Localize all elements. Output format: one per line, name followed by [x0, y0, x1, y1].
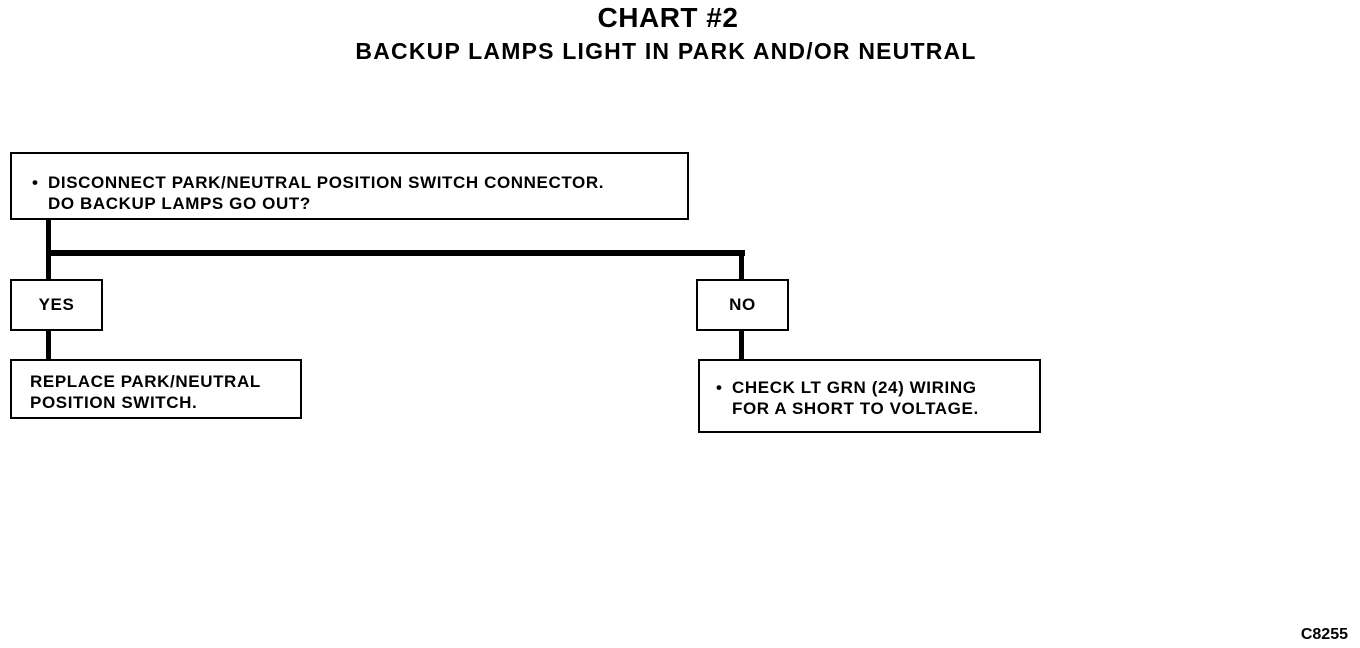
no-action-box: • CHECK LT GRN (24) WIRING FOR A SHORT TO…	[698, 359, 1041, 433]
yes-action-line-1: REPLACE PARK/NEUTRAL	[30, 372, 261, 391]
yes-box: YES	[10, 279, 103, 331]
no-action-text-1: CHECK LT GRN (24) WIRING	[732, 378, 977, 397]
yes-action-box: REPLACE PARK/NEUTRAL POSITION SWITCH.	[10, 359, 302, 419]
question-text-2: DO BACKUP LAMPS GO OUT?	[48, 194, 311, 213]
connector-yes-to-action	[46, 331, 51, 360]
no-box: NO	[696, 279, 789, 331]
connector-horizontal	[46, 250, 745, 256]
bullet-icon: •	[32, 173, 39, 192]
question-box: • DISCONNECT PARK/NEUTRAL POSITION SWITCH…	[10, 152, 689, 220]
bullet-icon: •	[716, 378, 723, 397]
chart-title: CHART #2	[597, 2, 739, 33]
question-line-2: DO BACKUP LAMPS GO OUT?	[32, 193, 687, 214]
yes-action-line-2: POSITION SWITCH.	[30, 393, 198, 412]
no-action-line-1: • CHECK LT GRN (24) WIRING	[716, 377, 1039, 398]
yes-label: YES	[38, 295, 75, 314]
no-action-line-2: FOR A SHORT TO VOLTAGE.	[716, 398, 1039, 419]
chart-subtitle: BACKUP LAMPS LIGHT IN PARK AND/OR NEUTRA…	[355, 38, 977, 64]
connector-no-down	[739, 250, 744, 280]
question-line-1: • DISCONNECT PARK/NEUTRAL POSITION SWITCH…	[32, 172, 687, 193]
figure-code: C8255	[1300, 626, 1348, 643]
connector-no-to-action	[739, 331, 744, 360]
no-action-text-2: FOR A SHORT TO VOLTAGE.	[732, 399, 979, 418]
question-text-1: DISCONNECT PARK/NEUTRAL POSITION SWITCH …	[48, 173, 605, 192]
no-label: NO	[729, 295, 756, 314]
